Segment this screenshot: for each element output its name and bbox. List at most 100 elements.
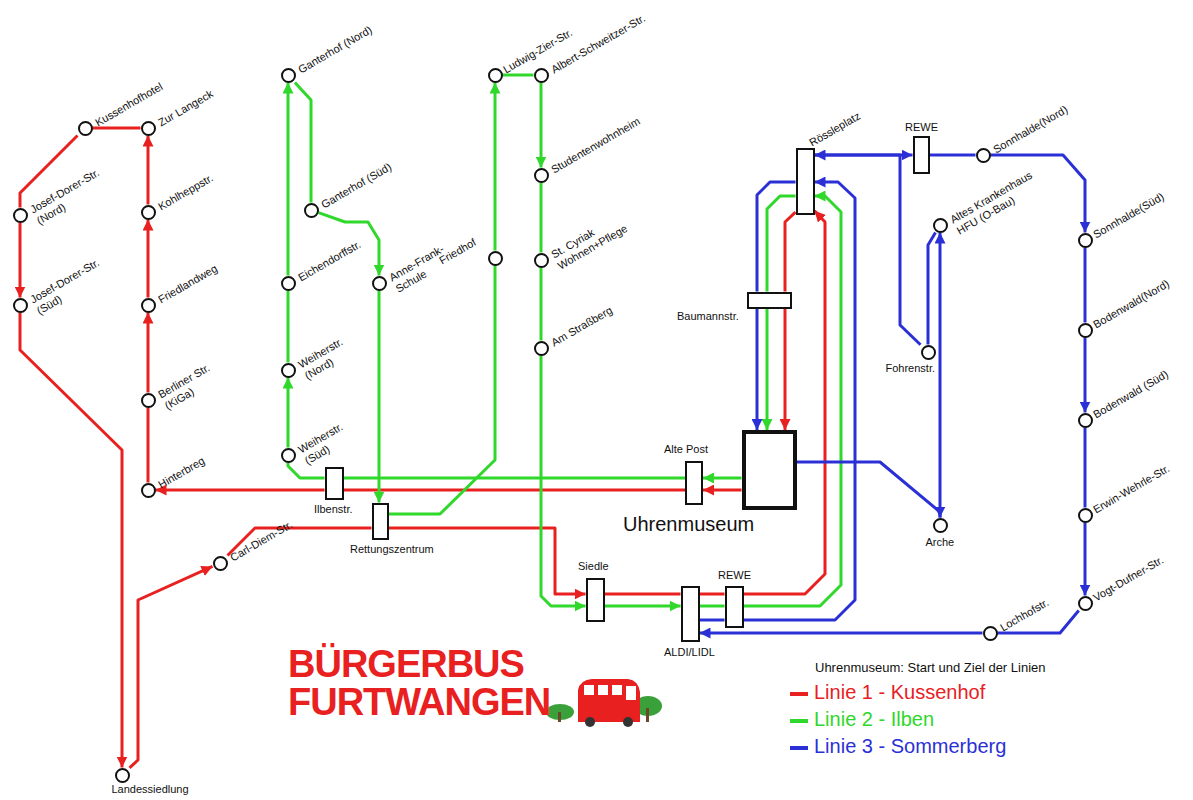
route-segment <box>605 593 681 596</box>
route-segment <box>700 605 725 608</box>
stop-circle: Friedhof <box>488 251 503 266</box>
route-segment <box>700 632 983 635</box>
stop-name: REWE <box>718 569 751 582</box>
stop-circle: Hinterbreg <box>141 483 156 498</box>
route-segment <box>378 291 381 503</box>
route-segment <box>494 83 497 251</box>
route-segment <box>287 291 290 363</box>
stop-circle: Friedlandweg <box>141 298 156 313</box>
stop-circle: Josef-Dorer-Str. (Süd) <box>13 298 28 313</box>
stop-circle: Landessiedlung <box>115 768 130 783</box>
stop-name: Carl-Diem-Str. <box>228 518 295 564</box>
stop-name: Rettungszentrum <box>350 543 434 556</box>
stop-name: Alte Post <box>664 443 708 456</box>
stop-circle: Ludwig-Zier-Str. <box>488 68 503 83</box>
legend-text: Linie 2 - Ilben <box>814 708 934 730</box>
route-segment <box>928 233 936 345</box>
stop-name: Vogt-Dufner-Str. <box>1091 553 1166 604</box>
route-segment <box>147 220 150 298</box>
stop-name: ALDI/LIDL <box>664 646 715 659</box>
legend-text: Linie 1 - Kussenhof <box>814 681 985 703</box>
stop-name: Lochhofstr. <box>998 596 1051 634</box>
stop-circle: Bodenwald (Süd) <box>1078 413 1093 428</box>
stop-circle: Eichendorffstr. <box>281 276 296 291</box>
stop-circle: Am Straßberg <box>534 341 549 356</box>
stop-name: Sonnhalde(Nord) <box>991 103 1070 156</box>
stop-circle: Josef-Dorer-Str. (Nord) <box>13 208 28 223</box>
route-segment <box>700 619 725 622</box>
stop-name: Zur Langeck <box>156 87 215 129</box>
stop-name: Am Straßberg <box>549 303 615 348</box>
stop-circle: Ganterhof (Nord) <box>281 68 296 83</box>
stop-box: Uhrenmuseum <box>742 430 797 510</box>
route-segment <box>1084 523 1087 596</box>
stop-circle: Altes Krankenhaus HFU (O-Bau) <box>933 218 948 233</box>
route-segment <box>295 83 311 203</box>
route-segment <box>344 477 686 480</box>
legend-swatch <box>790 746 808 750</box>
route-segment <box>20 313 122 768</box>
stop-box: Siedle <box>586 578 605 622</box>
route-segment <box>815 154 913 157</box>
route-segment <box>540 268 543 341</box>
route-segment <box>744 182 856 620</box>
stop-name: Berliner Str. (KiGa) <box>156 355 230 413</box>
legend-swatch <box>790 692 808 696</box>
stop-box: Ilbenstr. <box>325 467 344 500</box>
stop-circle: Sonnhalde(Süd) <box>1078 233 1093 248</box>
stop-name: Friedlandweg <box>156 261 220 305</box>
route-segment <box>287 378 290 448</box>
stop-name: Erwin-Wehrle-Str. <box>1091 462 1172 516</box>
stop-name: Ilbenstr. <box>314 503 353 516</box>
legend-row: Linie 1 - Kussenhof <box>790 680 985 704</box>
stop-circle: Albert-Schweitzer-Str. <box>534 68 549 83</box>
stop-box: Alte Post <box>685 461 703 505</box>
stop-name: Kohlheppstr. <box>156 171 215 213</box>
route-segment <box>785 212 796 291</box>
route-segment <box>344 489 686 492</box>
legend-swatch <box>790 719 808 723</box>
stop-circle: Carl-Diem-Str. <box>213 556 228 571</box>
route-segment <box>939 233 942 518</box>
route-segment <box>700 593 725 596</box>
stop-circle: Kohlheppstr. <box>141 205 156 220</box>
route-segment <box>389 528 586 594</box>
stop-circle: Lochhofstr. <box>983 626 998 641</box>
route-segment <box>797 462 941 518</box>
route-segment <box>767 196 796 292</box>
stop-circle: Kussenhofhotel <box>78 121 93 136</box>
stop-box: Rössleplatz <box>796 148 815 215</box>
route-segment <box>756 309 759 431</box>
stop-circle: Zur Langeck <box>141 121 156 136</box>
stop-circle: Studentenwohnheim <box>534 168 549 183</box>
route-segment <box>1084 338 1087 413</box>
route-segment <box>287 83 290 276</box>
stop-name: Baumannstr. <box>677 310 739 323</box>
stop-name: Hinterbreg <box>156 454 207 491</box>
stop-circle: Berliner Str. (KiGa) <box>141 393 156 408</box>
route-segment <box>19 223 22 298</box>
route-segment <box>288 463 325 479</box>
stop-name: St. Cyriak Wohnen+Pflege <box>549 210 631 273</box>
stop-name: Landessiedlung <box>112 783 189 796</box>
stop-circle: Vogt-Dufner-Str. <box>1078 596 1093 611</box>
stop-circle: Fohrenstr. <box>921 345 936 360</box>
stop-name: Sonnhalde(Süd) <box>1091 190 1166 241</box>
route-segment <box>605 605 681 608</box>
stop-box: ALDI/LIDL <box>681 586 700 642</box>
route-segment <box>930 154 976 157</box>
stop-name: Anne-Frank-Schule <box>387 242 454 296</box>
route-segment <box>147 136 150 205</box>
legend-note: Uhrenmuseum: Start und Ziel der Linien <box>815 660 1046 675</box>
route-segment <box>784 309 787 431</box>
logo-text: FURTWANGEN <box>288 682 550 722</box>
legend-text: Linie 3 - Sommerberg <box>814 735 1006 757</box>
route-segment <box>757 182 796 292</box>
legend-row: Linie 3 - Sommerberg <box>790 734 1006 758</box>
stop-box: Baumannstr. <box>747 292 792 309</box>
stop-circle: Weiherstr. (Süd) <box>281 448 296 463</box>
stop-name: Eichendorffstr. <box>296 237 363 283</box>
stop-name: Weiherstr. (Nord) <box>296 329 363 383</box>
stop-name: Siedle <box>578 560 609 573</box>
stop-name: Fohrenstr. <box>886 362 936 375</box>
